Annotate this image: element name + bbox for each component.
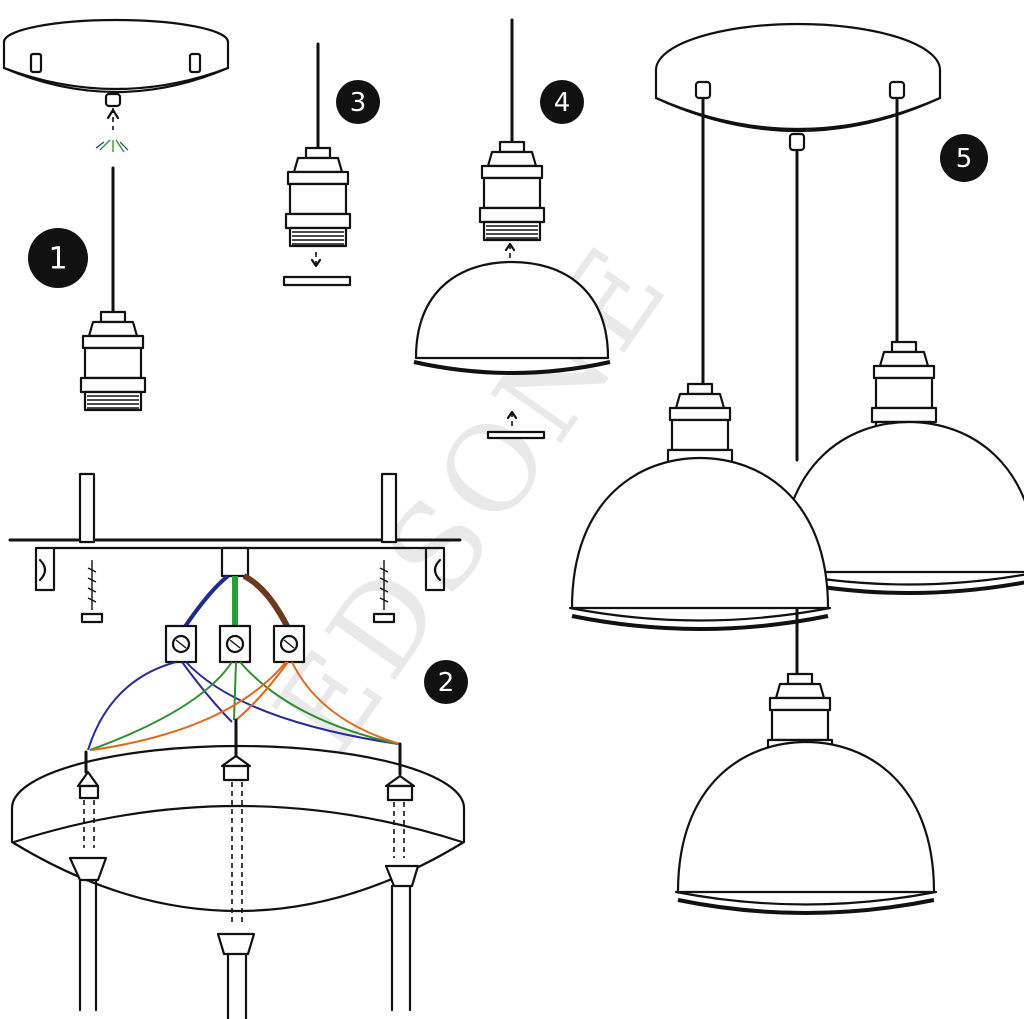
step-5-badge: 5 — [940, 134, 988, 182]
dome-shade-icon — [568, 456, 832, 631]
lamp-holder-icon — [478, 140, 546, 242]
ring-nut-icon — [486, 430, 546, 440]
svg-text:3: 3 — [350, 88, 367, 118]
screw-icon — [29, 52, 43, 74]
ring-nut-icon — [282, 275, 352, 287]
step-2-badge: 2 — [424, 660, 468, 704]
terminal-block-icon — [272, 624, 306, 664]
dome-shade-icon — [674, 740, 938, 915]
svg-text:2: 2 — [438, 668, 455, 698]
lamp-holder-icon — [284, 146, 352, 248]
step-1-badge: 1 — [28, 228, 88, 288]
terminal-block-icon — [218, 624, 252, 664]
step-3-illustration — [282, 42, 352, 287]
step-3-badge: 3 — [336, 80, 380, 124]
screw-icon — [372, 560, 396, 624]
step-4-illustration — [413, 18, 611, 440]
terminal-block-icon — [164, 624, 198, 664]
step-2-illustration — [8, 472, 466, 1019]
dome-shade-icon — [414, 260, 610, 360]
lamp-holder-icon — [79, 310, 147, 412]
svg-text:4: 4 — [554, 88, 571, 118]
step-4-badge: 4 — [540, 80, 584, 124]
screw-icon — [80, 560, 104, 624]
svg-text:1: 1 — [48, 242, 67, 277]
step-1-illustration — [2, 18, 230, 412]
step-5-illustration — [568, 22, 1024, 915]
screw-icon — [188, 52, 202, 74]
svg-text:5: 5 — [956, 144, 973, 174]
